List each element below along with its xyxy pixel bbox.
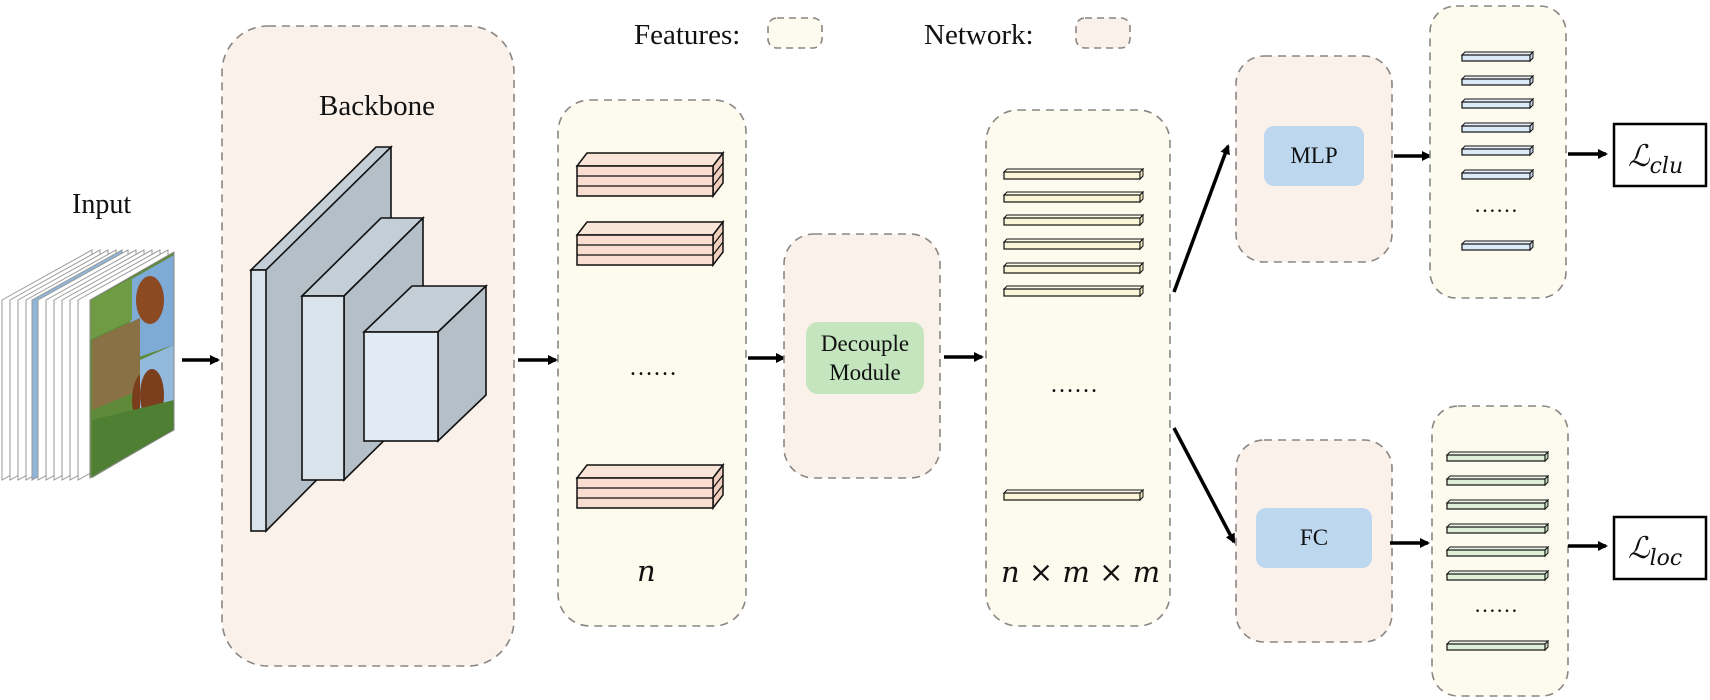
feature-maps-ellipsis: …… [629, 355, 677, 381]
loss-clu-symbol: ℒclu [1628, 139, 1683, 179]
nm-feature-bars [1002, 167, 1145, 502]
nm-features-count-label: n × m × m [1001, 555, 1160, 589]
backbone-layer-3 [362, 284, 488, 443]
nm-features-container [985, 109, 1171, 627]
fc-label: FC [1300, 525, 1328, 550]
loss-loc-symbol: ℒloc [1628, 531, 1682, 571]
loss-clu: ℒclu [1612, 122, 1708, 188]
nm-bar [1002, 284, 1145, 298]
legend-network-label: Network: [924, 19, 1034, 51]
nm-bar [1002, 488, 1145, 502]
input-front-image [90, 252, 174, 478]
loc-bar [1445, 545, 1550, 558]
fc-box [1256, 508, 1372, 568]
input-image-stack [1, 249, 175, 481]
mlp-group: MLP [1235, 55, 1393, 263]
arrow-to-mlp [1172, 144, 1230, 293]
clu-bar [1460, 121, 1535, 134]
clu-feature-bars [1460, 50, 1535, 252]
loc-bar [1445, 569, 1550, 582]
loc-features-ellipsis: …… [1474, 592, 1518, 617]
feature-block-3 [575, 462, 725, 511]
decouple-module-box [806, 322, 924, 394]
input-label: Input [72, 189, 131, 220]
nm-bar [1002, 190, 1145, 204]
clu-bar [1460, 144, 1535, 157]
loc-bar [1445, 450, 1550, 463]
loss-clu-box [1612, 122, 1708, 188]
loss-loc-box [1612, 515, 1708, 581]
nm-bar [1002, 261, 1145, 275]
nm-bar [1002, 167, 1145, 181]
legend-features-label: Features: [634, 19, 740, 51]
clu-bar [1460, 50, 1535, 63]
feature-maps-group: …… n [557, 99, 747, 627]
loc-bar [1445, 639, 1550, 652]
feature-count-label: n [637, 554, 656, 588]
clu-bar [1460, 74, 1535, 87]
decouple-label-line2: Module [829, 360, 901, 385]
decouple-group: Decouple Module [783, 233, 941, 479]
arrow-to-fc [1172, 427, 1236, 544]
loc-bar [1445, 498, 1550, 511]
feature-block-1 [575, 150, 725, 199]
input-group: Input [1, 189, 175, 481]
loss-loc: ℒloc [1612, 515, 1708, 581]
mlp-label: MLP [1290, 143, 1337, 168]
legend-network-swatch [1075, 17, 1131, 49]
loc-bar [1445, 474, 1550, 487]
nm-features-ellipsis: …… [1050, 372, 1098, 398]
nm-bar [1002, 237, 1145, 251]
legend: Features: Network: [634, 17, 1131, 51]
clu-features-group: …… [1429, 5, 1567, 299]
loc-feature-bars [1445, 450, 1550, 652]
clu-bar [1460, 239, 1535, 252]
loc-bar [1445, 522, 1550, 535]
backbone-group: Backbone [221, 25, 515, 667]
clu-bar [1460, 97, 1535, 110]
legend-features-swatch [767, 17, 823, 49]
loc-features-group: …… [1431, 405, 1569, 697]
nm-features-group: …… n × m × m [985, 109, 1171, 627]
feature-block-2 [575, 219, 725, 268]
nm-bar [1002, 213, 1145, 227]
clu-bar [1460, 168, 1535, 181]
backbone-label: Backbone [319, 90, 435, 122]
clu-features-ellipsis: …… [1474, 192, 1518, 217]
fc-group: FC [1235, 439, 1393, 643]
mlp-box [1264, 126, 1364, 186]
decouple-label-line1: Decouple [821, 331, 909, 356]
